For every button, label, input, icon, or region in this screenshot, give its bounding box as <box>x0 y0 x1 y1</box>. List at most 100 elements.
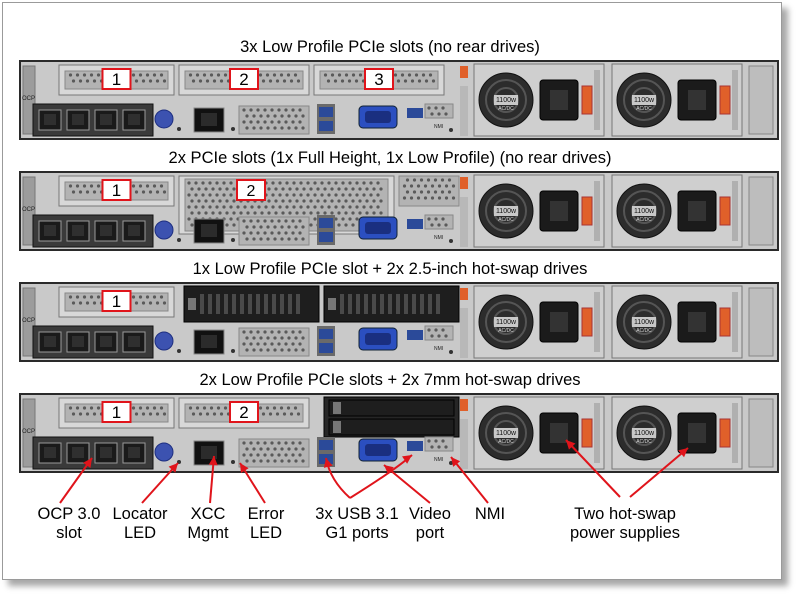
riser-release-tab <box>460 399 468 411</box>
drive-bay-1-grille <box>296 294 300 314</box>
ocp-label: OCP <box>22 318 35 324</box>
psu-2-ac-socket <box>688 201 706 221</box>
divider <box>460 419 468 469</box>
ocp-port-jack-3 <box>100 114 112 125</box>
psu-1-fan-label <box>494 317 518 327</box>
psu-2-ac-socket <box>688 423 706 443</box>
arrow-xcc-head <box>208 456 218 466</box>
pcie-slot-2-number: 2 <box>239 403 248 422</box>
drive-bay-2-grille <box>356 294 360 314</box>
video-port-pins <box>365 333 391 345</box>
psu-1-release-latch <box>581 85 593 115</box>
drive-bay-1-grille <box>264 294 268 314</box>
usb-port-1 <box>319 329 333 339</box>
ocp-port-jack-4 <box>128 225 140 236</box>
psu-1-fan-label <box>494 95 518 105</box>
psu-2-wattage: 1100w <box>634 97 655 104</box>
nmi-vent <box>424 214 454 230</box>
drive-bay-2-grille <box>340 294 344 314</box>
error-led <box>231 127 235 131</box>
rack-ear <box>22 65 36 135</box>
xcc-port-jack <box>201 446 217 459</box>
ocp-port-jack-2 <box>72 447 84 458</box>
arrow-psu-1-head <box>566 440 576 450</box>
rack-ear <box>22 398 36 468</box>
arrow-video-line <box>383 464 431 504</box>
usb-port-1 <box>319 218 333 228</box>
psu-1-fan-ring <box>485 412 527 454</box>
nmi-label: NMI <box>434 457 443 463</box>
pcie-slot-2-number-box <box>229 401 259 423</box>
callout-xcc-mgmt: XCC Mgmt <box>187 505 229 542</box>
arrow-error-head <box>240 463 249 474</box>
psu-1-release-latch <box>581 196 593 226</box>
ocp-port-jack-2 <box>72 114 84 125</box>
config-title-3: 1x Low Profile PCIe slot + 2x 2.5-inch h… <box>192 260 588 278</box>
psu-2-type: AC/DC <box>636 106 652 112</box>
arrow-usb-1 <box>323 457 351 499</box>
psu-2-release-latch <box>719 418 731 448</box>
arrow-psu-2-head <box>678 448 688 458</box>
usb-port-3 <box>407 108 423 118</box>
rack-ear <box>22 176 36 246</box>
rack-ear <box>22 287 36 357</box>
psu-2-ac-socket <box>688 90 706 110</box>
usb-port-3 <box>407 441 423 451</box>
psu-1-handle <box>594 181 600 241</box>
divider <box>460 86 468 136</box>
divider <box>460 197 468 247</box>
drive-7mm-2-latch <box>333 421 341 433</box>
arrow-error <box>239 462 266 504</box>
ocp-port-jack-2 <box>72 336 84 347</box>
psu-1-wattage: 1100w <box>496 97 517 104</box>
psu-2-wattage: 1100w <box>634 430 655 437</box>
usb-port-1 <box>319 440 333 450</box>
callout-video-port: Video port <box>409 505 451 542</box>
psu-2-fan-ring <box>623 190 665 232</box>
psu-1-fan-label <box>494 206 518 216</box>
locator-led <box>177 127 181 131</box>
arrow-psu-2 <box>629 447 689 498</box>
ocp-port-jack-4 <box>128 114 140 125</box>
video-port-pins <box>365 111 391 123</box>
ocp-port-jack-2 <box>72 225 84 236</box>
ocp-label: OCP <box>22 429 35 435</box>
nmi-vent <box>424 325 454 341</box>
locator-button <box>154 220 174 240</box>
drive-7mm-2 <box>328 418 455 436</box>
drive-7mm-1 <box>328 399 455 417</box>
drive-bay-2-grille <box>372 294 376 314</box>
psu-1-wattage: 1100w <box>496 319 517 326</box>
psu-1-ac-socket <box>550 201 568 221</box>
nmi-vent <box>424 436 454 452</box>
locator-button <box>154 331 174 351</box>
psu-1-wattage: 1100w <box>496 208 517 215</box>
pcie-slot-1-number-box <box>101 179 132 201</box>
psu-1-fan-ring <box>485 79 527 121</box>
arrow-xcc <box>208 455 218 504</box>
riser-release-tab <box>460 177 468 189</box>
config-title-2: 2x PCIe slots (1x Full Height, 1x Low Pr… <box>168 149 612 167</box>
callout-error-led: Error LED <box>247 505 285 542</box>
nmi-label: NMI <box>434 124 443 130</box>
usb-port-3 <box>407 330 423 340</box>
drive-bay-1-grille <box>208 294 212 314</box>
arrow-locator <box>141 462 179 504</box>
psu-2-fan-label <box>632 317 656 327</box>
psu-2-wattage: 1100w <box>634 319 655 326</box>
drive-bay-2-grille <box>404 294 408 314</box>
nmi-button <box>449 128 453 132</box>
psu-2-fan-label <box>632 428 656 438</box>
drive-bay-1-grille <box>240 294 244 314</box>
psu-2-fan-ring <box>623 301 665 343</box>
usb-port-2 <box>319 343 333 353</box>
pcie-slot-2-number: 2 <box>247 183 256 200</box>
video-port-pins <box>365 444 391 456</box>
error-led <box>231 460 235 464</box>
usb-port-3 <box>407 219 423 229</box>
ocp-port-jack-1 <box>44 336 56 347</box>
